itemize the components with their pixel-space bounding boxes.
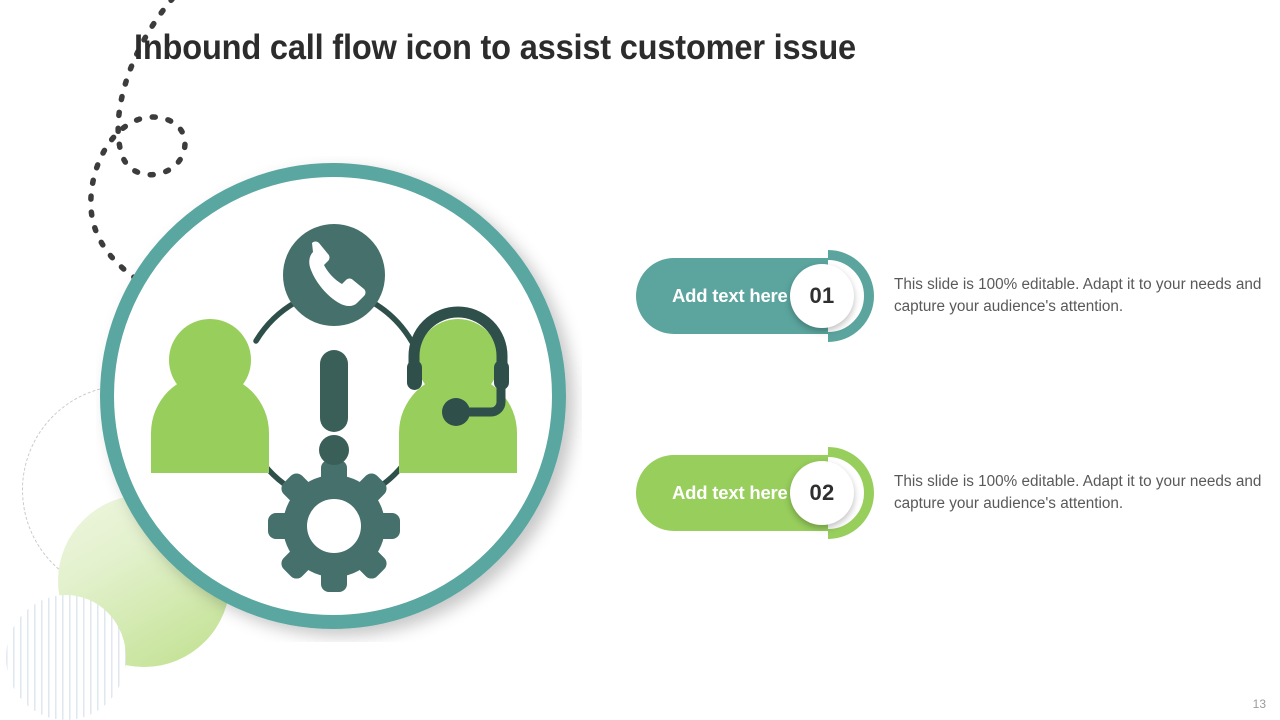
pill-ring-arc-icon	[827, 447, 874, 539]
pill-label: Add text here	[672, 482, 788, 503]
inbound-call-flow-illustration	[100, 163, 566, 629]
pill-body[interactable]: Add text here	[636, 258, 828, 334]
person-with-headset-icon	[399, 306, 517, 473]
content-row: Add text here 01 This slide is 100% edit…	[636, 250, 1266, 350]
page-number: 13	[1252, 697, 1266, 711]
pill-01[interactable]: Add text here 01	[636, 250, 874, 342]
gear-icon	[268, 460, 400, 592]
badge-number: 01	[790, 264, 854, 328]
exclamation-mark-icon	[319, 350, 349, 465]
badge-number: 02	[790, 461, 854, 525]
person-icon	[151, 319, 269, 473]
page-title: Inbound call flow icon to assist custome…	[134, 28, 856, 67]
pill-ring-arc-icon	[827, 250, 874, 342]
badge-number-text: 02	[809, 480, 835, 505]
phone-handset-icon	[283, 224, 385, 326]
row-description: This slide is 100% editable. Adapt it to…	[894, 276, 1262, 316]
badge-number-text: 01	[809, 283, 835, 308]
pill-label: Add text here	[672, 285, 788, 306]
content-row: Add text here 02 This slide is 100% edit…	[636, 447, 1266, 547]
content-rows: Add text here 01 This slide is 100% edit…	[636, 250, 1266, 547]
row-description: This slide is 100% editable. Adapt it to…	[894, 473, 1262, 513]
pill-02[interactable]: Add text here 02	[636, 447, 874, 539]
